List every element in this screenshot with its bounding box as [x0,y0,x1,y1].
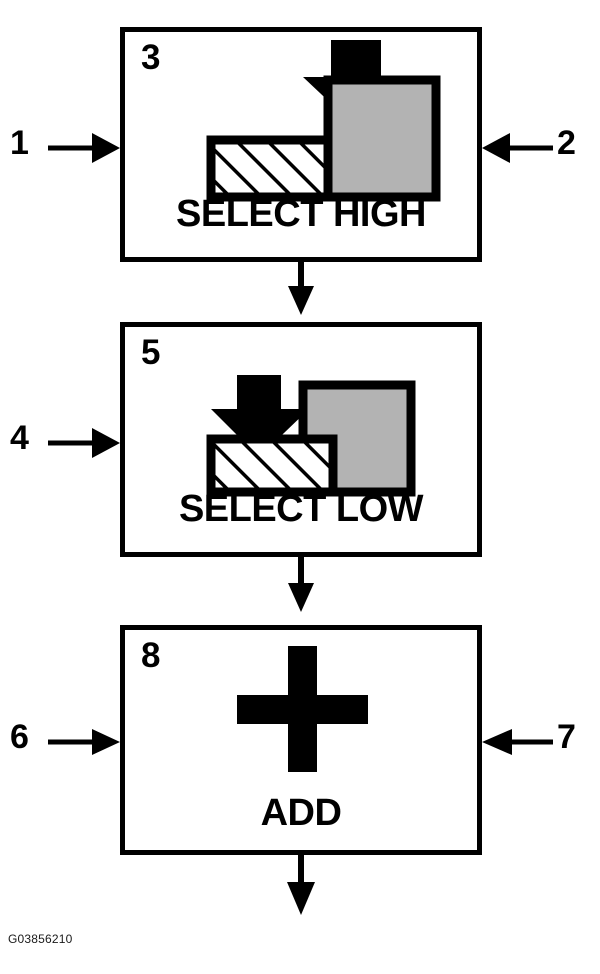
figure-code: G03856210 [8,932,73,946]
callout-arrow-1 [48,133,120,163]
select-high-hatched-block [206,135,338,202]
box-caption-select-high: SELECT HIGH [176,193,426,235]
pictogram-select-low [206,375,416,497]
plus-icon [237,646,368,772]
box-caption-add: ADD [260,792,342,834]
connector-add-output [287,855,315,915]
callout-label-1: 1 [10,124,29,162]
box-number-select-low: 5 [141,333,160,372]
flow-box-select-high[interactable]: 3 SELECT HIGH [120,27,482,262]
select-low-arrow-icon [211,375,309,457]
pictogram-select-high [206,40,441,202]
flow-box-add[interactable]: 8 ADD [120,625,482,855]
select-high-gray-block [323,75,441,202]
callout-arrow-7 [482,729,553,755]
connector-low-to-add [288,557,314,612]
callout-arrow-6 [48,729,120,755]
connector-high-to-low [288,262,314,315]
callout-arrow-2 [482,133,553,163]
callout-label-6: 6 [10,718,29,756]
box-number-select-high: 3 [141,38,160,77]
box-caption-select-low: SELECT LOW [178,488,424,530]
callout-label-4: 4 [10,419,29,457]
pictogram-add [237,646,368,772]
callout-label-7: 7 [557,718,576,756]
box-number-add: 8 [141,636,160,675]
callout-arrow-4 [48,428,120,458]
flow-box-select-low[interactable]: 5 SELECT LOW [120,322,482,557]
select-low-hatched-block [206,434,338,497]
callout-label-2: 2 [557,124,576,162]
